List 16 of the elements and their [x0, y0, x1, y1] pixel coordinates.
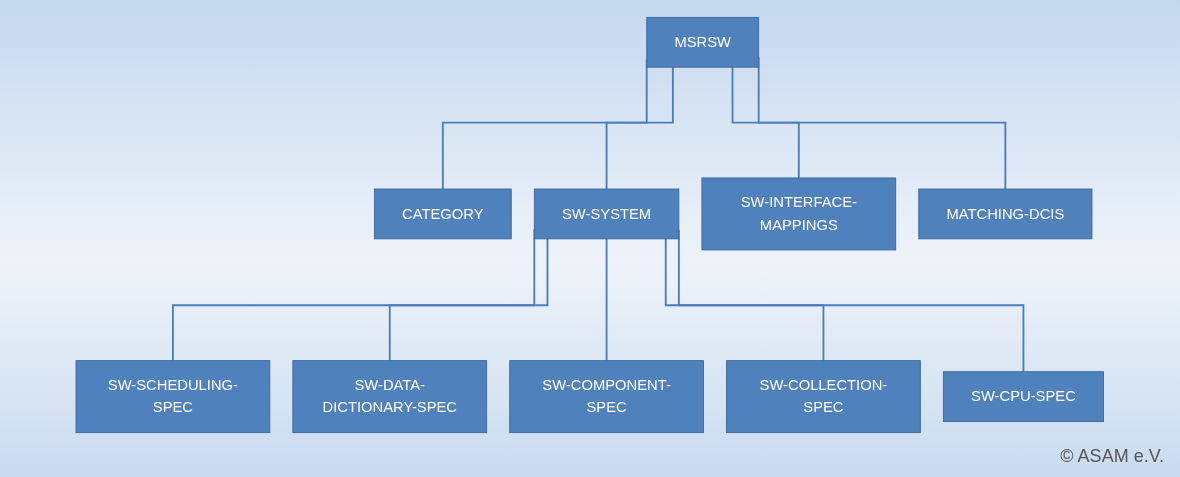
node-box: MSRSW [646, 16, 760, 68]
connector [605, 237, 608, 362]
node-box: SW-INTERFACE-MAPPINGS [701, 177, 897, 251]
node-box: MATCHING-DCIS [918, 188, 1093, 240]
node-box: SW-DATA-DICTIONARY-SPEC [292, 360, 488, 434]
connector [605, 66, 675, 190]
copyright-note: © ASAM e.V. [1060, 446, 1164, 466]
connector [389, 237, 549, 362]
node-box: SW-SCHEDULING-SPEC [75, 360, 271, 434]
connector [665, 237, 825, 362]
node-box: SW-SYSTEM [534, 188, 680, 240]
node-box: SW-COLLECTION-SPEC [726, 360, 922, 434]
node-box: SW-CPU-SPEC [943, 371, 1105, 422]
connector [731, 66, 800, 179]
node-box: SW-COMPONENT-SPEC [509, 360, 705, 434]
node-box: CATEGORY [374, 188, 512, 240]
